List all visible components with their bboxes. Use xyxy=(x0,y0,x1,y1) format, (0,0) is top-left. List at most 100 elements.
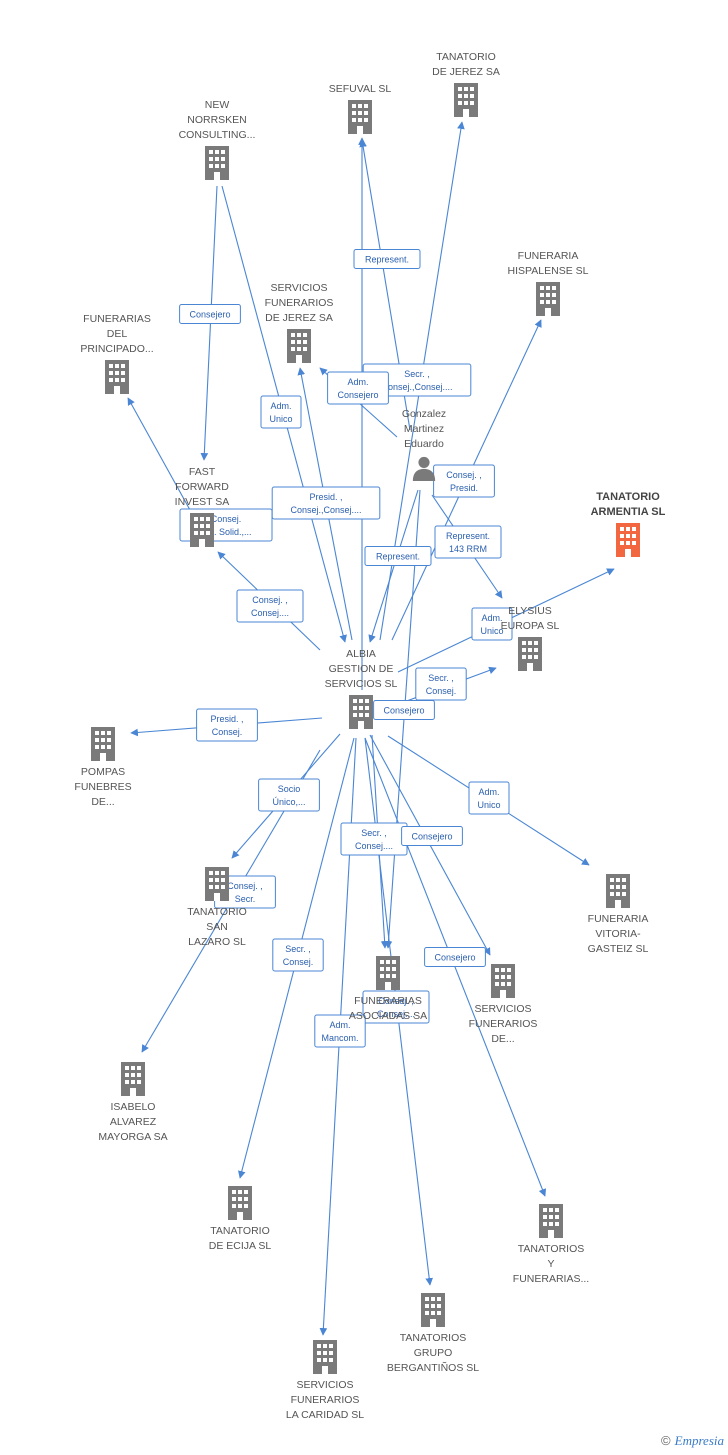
building-icon xyxy=(121,1062,145,1096)
node-label: FUNERARIAS xyxy=(354,995,422,1007)
edge-label-albia-to-fast-forward[interactable]: Consej. ,Consej.... xyxy=(236,589,304,623)
edge-label-albia-to-tanatorio-san-lazaro[interactable]: SocioÚnico,... xyxy=(258,778,320,812)
node-label: PRINCIPADO... xyxy=(80,343,153,355)
building-icon xyxy=(287,329,311,363)
edge-label-text: Del. Solid.,... xyxy=(200,527,251,537)
edge-label-text: Consej. , xyxy=(446,470,482,480)
building-icon xyxy=(348,100,372,134)
edge-label-albia-to-servicios-jerez[interactable]: Presid. ,Consej.,Consej.... xyxy=(271,486,381,520)
edge-label-text: Consej. , xyxy=(252,595,288,605)
node-label: FUNEBRES xyxy=(74,781,131,793)
node-pompas[interactable]: POMPASFUNEBRESDE... xyxy=(74,727,132,808)
edge-label-albia-to-tanatorio-armentia[interactable]: Adm.Unico xyxy=(471,607,513,641)
edge-label-text: Secr. xyxy=(235,894,256,904)
edge-label-new-norrsken-to-albia[interactable]: Adm.Unico xyxy=(260,395,302,429)
node-label: TANATORIO xyxy=(596,491,660,503)
building-icon xyxy=(606,874,630,908)
edge-label-albia-to-tanatorios-funerarias[interactable]: Consejero xyxy=(424,947,486,967)
edge-label-gonzalez-to-albia[interactable]: Represent. xyxy=(364,546,432,566)
building-icon xyxy=(616,523,640,557)
node-servicios-de[interactable]: SERVICIOS FUNERARIOS DE... xyxy=(469,964,538,1045)
node-label: Martinez xyxy=(404,423,444,435)
edge-label-albia-to-funeraria-vitoria[interactable]: Adm.Unico xyxy=(468,781,510,815)
node-sefuval[interactable]: SEFUVAL SL xyxy=(329,83,392,134)
node-label: TANATORIO xyxy=(187,906,247,918)
node-label: GASTEIZ SL xyxy=(588,943,649,955)
edge-label-box xyxy=(401,826,463,846)
node-label: GESTION DE xyxy=(329,663,394,675)
edge-label-albia-to-servicios-de[interactable]: Consejero xyxy=(401,826,463,846)
node-label: SERVICIOS xyxy=(297,1379,354,1391)
node-tanatorios-funerarias[interactable]: TANATORIOSYFUNERARIAS... xyxy=(513,1204,589,1285)
footer-brand[interactable]: ©Empresia xyxy=(661,1433,724,1449)
edge-label-text: Consejero xyxy=(383,706,424,716)
node-label: TANATORIO xyxy=(436,51,496,63)
edge-label-text: Único,... xyxy=(272,797,305,807)
edge-label-box xyxy=(353,249,421,269)
edge-label-albia-to-funerarias-asociadas[interactable]: Secr. ,Consej.... xyxy=(340,822,408,856)
node-label: INVEST SA xyxy=(175,496,230,508)
edge-label-text: Mancom. xyxy=(321,1033,358,1043)
node-label: SERVICIOS xyxy=(475,1003,532,1015)
edge-label-albia-to-isabelo[interactable]: Consej. ,Secr. xyxy=(214,875,276,909)
edge-label-gonzalez-to-servicios-jerez[interactable]: Adm.Consejero xyxy=(327,371,389,405)
person-icon xyxy=(412,456,436,481)
node-label: FUNERARIOS xyxy=(469,1018,538,1030)
edge-label-box xyxy=(424,947,486,967)
edge-label-albia-to-pompas[interactable]: Presid. ,Consej. xyxy=(196,708,258,742)
edge-label-box xyxy=(260,395,302,429)
edge-label-albia-to-elysius[interactable]: Secr. ,Consej. xyxy=(415,667,467,701)
edge-label-box xyxy=(196,708,258,742)
building-icon xyxy=(536,282,560,316)
edge-label-albia-to-servicios-caridad[interactable]: Adm. Mancom. xyxy=(314,1014,366,1048)
edge-label-text: Consej. , xyxy=(378,996,414,1006)
edge-label-albia-to-tanatorio-ecija[interactable]: Secr. ,Consej. xyxy=(272,938,324,972)
building-icon xyxy=(421,1293,445,1327)
edge-label-text: Unico xyxy=(480,626,503,636)
building-icon xyxy=(539,1204,563,1238)
edge-label-text: Consej.,Consej.... xyxy=(381,382,452,392)
edge-label-text: Represent. xyxy=(376,552,420,562)
edge-label-box xyxy=(179,304,241,324)
node-label: GRUPO xyxy=(414,1347,453,1359)
edge-label-new-norrsken-to-fast-forward[interactable]: Consejero xyxy=(179,304,241,324)
node-new-norrsken[interactable]: NEWNORRSKENCONSULTING... xyxy=(179,99,256,180)
edge-label-albia-to-sefuval[interactable]: Represent. xyxy=(353,249,421,269)
node-label: FUNERARIAS... xyxy=(513,1273,589,1285)
node-funerarias-principado[interactable]: FUNERARIASDELPRINCIPADO... xyxy=(80,313,154,394)
node-label: DE... xyxy=(91,796,114,808)
edge-label-gonzalez-to-elysius[interactable]: Represent.143 RRM xyxy=(434,525,502,559)
edge-label-box xyxy=(471,607,513,641)
node-label: FUNERARIOS xyxy=(291,1394,360,1406)
edge-label-text: Adm. xyxy=(329,1020,350,1030)
edge-label-box xyxy=(362,990,430,1024)
edge-label-gonzalez-to-funerarias-asociadas[interactable]: Consej. ,Consej.... xyxy=(362,990,430,1024)
edge-label-text: Consej.,Consej.... xyxy=(290,505,361,515)
node-label: Y xyxy=(547,1258,554,1270)
edge-label-text: Unico xyxy=(269,414,292,424)
edge-label-albia-to-funeraria-hispalense[interactable]: Consej. ,Presid. xyxy=(433,464,495,498)
node-label: SERVICIOS SL xyxy=(325,678,398,690)
edge-label-box xyxy=(258,778,320,812)
edge-label-text: Secr. , xyxy=(404,369,430,379)
building-icon xyxy=(190,513,214,547)
node-label: ALVAREZ xyxy=(110,1116,157,1128)
edge-label-albia-to-albia-consejero[interactable]: Consejero xyxy=(373,700,435,720)
node-label: DE... xyxy=(491,1033,514,1045)
